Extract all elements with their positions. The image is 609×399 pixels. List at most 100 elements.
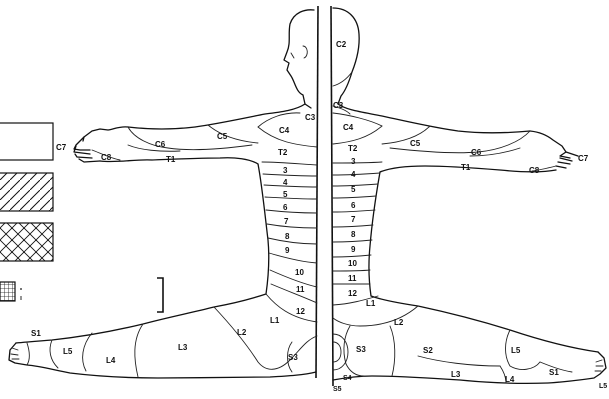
left-rib-3	[264, 185, 317, 187]
left-label-s3: S3	[288, 353, 298, 362]
left-label-c3: C3	[305, 113, 316, 122]
left-label-t1: T1	[166, 155, 176, 164]
left-hand-fingers	[74, 137, 100, 162]
legend	[0, 123, 163, 312]
left-l3-boundary	[135, 324, 143, 377]
right-hand-fingers	[556, 152, 572, 168]
scale-bracket	[157, 278, 163, 312]
right-label-l5: L5	[511, 346, 521, 355]
right-rib-4	[333, 196, 376, 198]
left-head-outline	[284, 10, 314, 108]
left-figure: C3 C4 C5 C6 C7 C8 T1 T2 3 4 5 6 7 8 9 10…	[9, 10, 317, 378]
right-l2-boundary	[333, 306, 418, 326]
right-label-t5: 5	[351, 185, 356, 194]
right-label-t4: 4	[351, 170, 356, 179]
left-label-s1: S1	[31, 329, 41, 338]
right-label-t1: T1	[461, 163, 471, 172]
legend-swatch-crosshatched	[0, 223, 53, 261]
left-label-t12: 12	[296, 307, 305, 316]
right-figure: C2 C3 C4 C5 C6 C7 C8 T1 T2 3 4 5 6 7 8 9…	[333, 8, 607, 393]
left-arm-upper-outline	[83, 127, 128, 141]
left-c4-boundary	[258, 113, 300, 127]
right-label-t3: 3	[351, 157, 356, 166]
left-l2-boundary	[214, 307, 317, 369]
left-label-t8: 8	[285, 232, 290, 241]
right-label-c5: C5	[410, 139, 421, 148]
left-rib-9	[270, 270, 317, 287]
left-label-c8: C8	[101, 153, 112, 162]
left-rib-10	[271, 284, 317, 303]
legend-swatch-hatched	[0, 173, 53, 211]
left-c5-boundary	[208, 125, 258, 143]
left-label-l5: L5	[63, 347, 73, 356]
left-rib-4	[265, 197, 317, 199]
left-toes	[11, 348, 19, 359]
left-label-t2: T2	[278, 148, 288, 157]
right-label-s5: S5	[333, 386, 342, 393]
right-foot-outline	[333, 352, 606, 383]
left-rib-6	[267, 224, 317, 228]
right-label-t9: 9	[351, 245, 356, 254]
right-label-c4: C4	[343, 123, 354, 132]
right-rib-7	[333, 240, 372, 242]
right-label-s3: S3	[356, 345, 366, 354]
left-label-l1: L1	[270, 316, 280, 325]
left-ear-line	[303, 46, 307, 58]
left-label-l4: L4	[106, 356, 116, 365]
legend-dot-mark	[20, 288, 22, 290]
right-label-s4: S4	[343, 375, 352, 382]
right-label-t7: 7	[351, 215, 356, 224]
left-label-t5: 5	[283, 190, 288, 199]
right-rib-3	[333, 184, 378, 186]
right-label-l1: L1	[366, 299, 376, 308]
right-label-c6: C6	[471, 148, 482, 157]
left-label-t6: 6	[283, 203, 288, 212]
left-label-l2: L2	[237, 328, 247, 337]
right-label-t6: 6	[351, 201, 356, 210]
right-rib-1	[333, 162, 382, 163]
left-l4-boundary	[83, 333, 92, 371]
left-label-l3: L3	[178, 343, 188, 352]
right-label-t2: T2	[348, 144, 358, 153]
right-arm-upper-outline	[530, 131, 578, 156]
left-label-c7: C7	[56, 143, 67, 152]
right-c5-boundary	[382, 126, 430, 144]
right-t2-boundary	[333, 126, 382, 144]
right-rib-2	[333, 173, 380, 175]
left-s1-boundary	[27, 343, 29, 365]
right-label-c3: C3	[333, 101, 344, 110]
right-label-l4: L4	[505, 375, 515, 384]
right-perineum-rings	[333, 334, 348, 370]
right-label-t10: 10	[348, 259, 357, 268]
right-rib-9	[333, 270, 370, 271]
right-rib-8	[333, 255, 371, 257]
right-s2-boundary	[390, 326, 395, 376]
left-foot-outline	[9, 343, 316, 378]
left-nose-line	[291, 53, 294, 58]
left-rib-1	[262, 162, 317, 165]
right-label-l3: L3	[451, 370, 461, 379]
right-label-l2: L2	[394, 318, 404, 327]
right-label-t11: 11	[348, 274, 357, 283]
left-rib-7	[268, 238, 317, 244]
midline-divider	[316, 6, 333, 386]
right-l3-boundary	[418, 356, 500, 366]
right-rib-6	[333, 225, 373, 227]
right-label-c2: C2	[336, 40, 347, 49]
right-label-t8: 8	[351, 230, 356, 239]
left-label-c4: C4	[279, 126, 290, 135]
left-label-c6: C6	[155, 140, 166, 149]
left-label-t10: 10	[295, 268, 304, 277]
legend-swatch-grid	[0, 282, 15, 301]
right-label-t12: 12	[348, 289, 357, 298]
left-arm-lower-outline	[100, 158, 258, 164]
right-shoulder-outline	[338, 104, 530, 133]
right-rib-5	[333, 210, 375, 212]
left-label-t3: 3	[283, 166, 288, 175]
left-label-t7: 7	[284, 217, 289, 226]
left-rib-8	[269, 253, 317, 263]
right-label-s1: S1	[549, 368, 559, 377]
right-label-c8: C8	[529, 166, 540, 175]
